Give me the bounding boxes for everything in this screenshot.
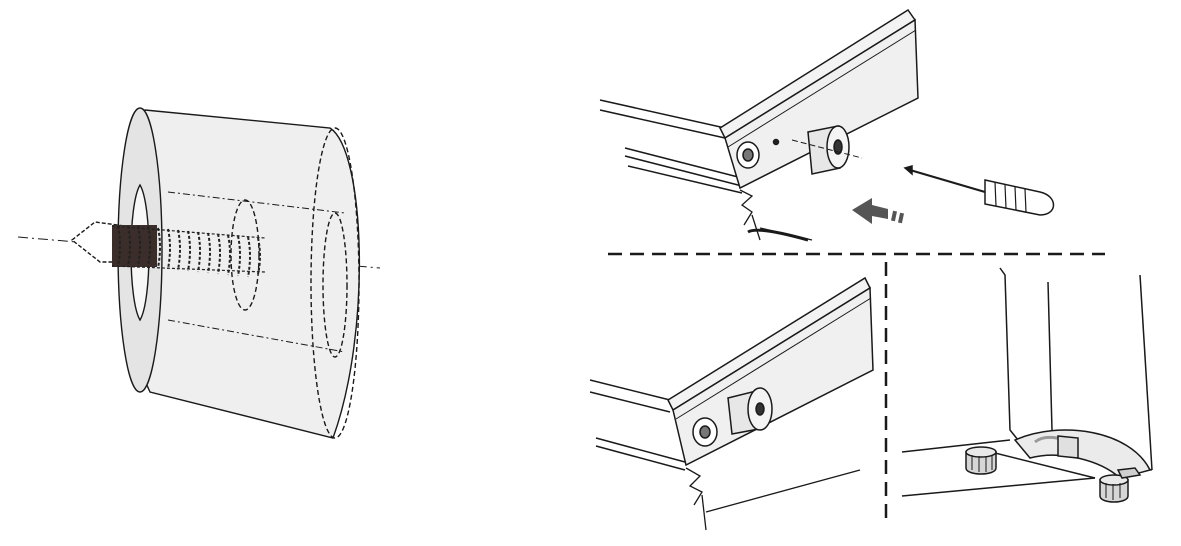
leveling-foot-left: [965, 446, 997, 475]
spacer-back-face-hidden: [310, 127, 360, 439]
panel-insert-spacer: [599, 8, 1055, 242]
panel-spacer-installed: [589, 276, 874, 531]
screw-tip-outline: [70, 221, 126, 263]
door-rail-face-installed: [672, 286, 874, 467]
door-rail-face: [724, 18, 919, 190]
panel-leveling-feet: [901, 267, 1153, 503]
push-direction-arrow: [852, 198, 904, 224]
bore-rear-ring: [322, 212, 348, 358]
panel-spacer-cutaway: [17, 107, 381, 439]
cabinet-base-plate: [1013, 429, 1152, 479]
cabinet-side: [999, 267, 1019, 441]
screwdriver-icon: [903, 165, 1055, 216]
screw-pilot-hole: [772, 138, 780, 146]
screw-thread: [111, 225, 266, 278]
spacer-under-hinge: [1057, 435, 1079, 459]
leveling-foot-right: [1099, 474, 1129, 503]
